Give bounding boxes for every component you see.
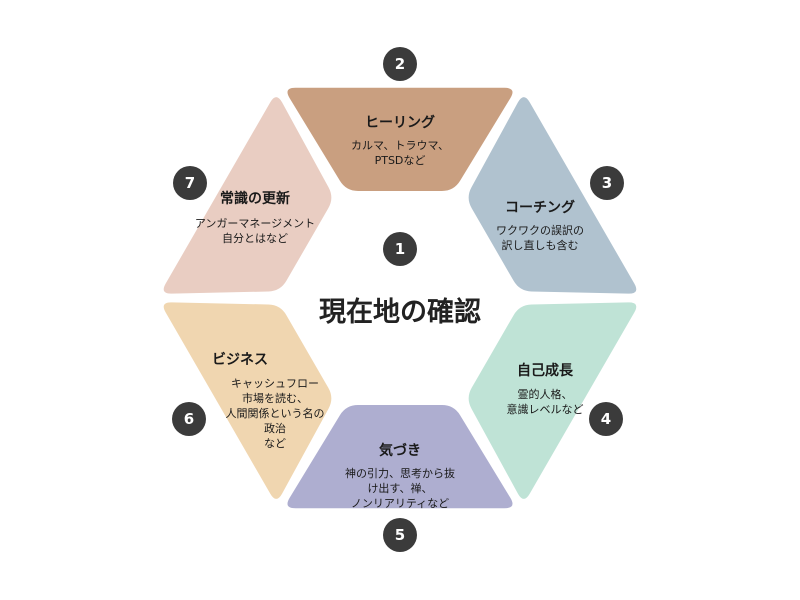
- badge-4: 4: [589, 402, 623, 436]
- center-hexagon: [286, 197, 514, 399]
- segment-self-growth: [468, 302, 637, 499]
- segment-desc-awareness-line-3: ノンリアリティなど: [350, 497, 450, 510]
- segment-desc-business-line-1: キャッシュフロー: [231, 377, 319, 390]
- segment-healing: [287, 87, 513, 191]
- segment-desc-healing-line-2: PTSDなど: [374, 154, 426, 167]
- segment-desc-awareness-line-2: け出す、禅、: [367, 482, 433, 495]
- badge-7: 7: [173, 166, 207, 200]
- badge-3: 3: [590, 166, 624, 200]
- segment-title-self-growth: 自己成長: [517, 363, 573, 379]
- segment-desc-common-sense-update-line-2: 自分とはなど: [222, 232, 288, 245]
- badge-5: 5: [383, 518, 417, 552]
- segment-desc-self-growth-line-2: 意識レベルなど: [506, 403, 584, 416]
- segment-desc-coaching-line-1: ワクワクの誤訳の: [496, 224, 584, 237]
- segment-title-coaching: コーチング: [505, 200, 575, 216]
- segment-desc-healing-line-1: カルマ、トラウマ、: [351, 139, 449, 152]
- segment-common-sense-update: [163, 97, 332, 294]
- badge-6: 6: [172, 402, 206, 436]
- center-title: 現在地の確認: [319, 297, 481, 328]
- segment-title-common-sense-update: 常識の更新: [220, 191, 290, 207]
- segment-awareness: [287, 405, 513, 509]
- segment-desc-business-line-2: 市場を読む、: [242, 392, 308, 405]
- segment-title-business: ビジネス: [212, 352, 268, 368]
- segment-business: [163, 302, 332, 499]
- segment-desc-awareness-line-1: 神の引力、思考から抜: [345, 467, 455, 480]
- segment-desc-self-growth-line-1: 霊的人格、: [517, 388, 573, 401]
- segment-title-healing: ヒーリング: [365, 115, 435, 131]
- badge-2: 2: [383, 47, 417, 81]
- segment-desc-business-line-5: など: [264, 437, 286, 450]
- segment-desc-common-sense-update-line-1: アンガーマネージメント: [194, 217, 316, 230]
- segment-desc-coaching-line-2: 訳し直しも含む: [501, 239, 579, 252]
- segment-title-awareness: 気づき: [379, 443, 421, 459]
- segment-coaching: [468, 97, 637, 294]
- segment-desc-business-line-4: 政治: [264, 422, 286, 435]
- badge-1: 1: [383, 232, 417, 266]
- segment-desc-business-line-3: 人間関係という名の: [225, 407, 325, 420]
